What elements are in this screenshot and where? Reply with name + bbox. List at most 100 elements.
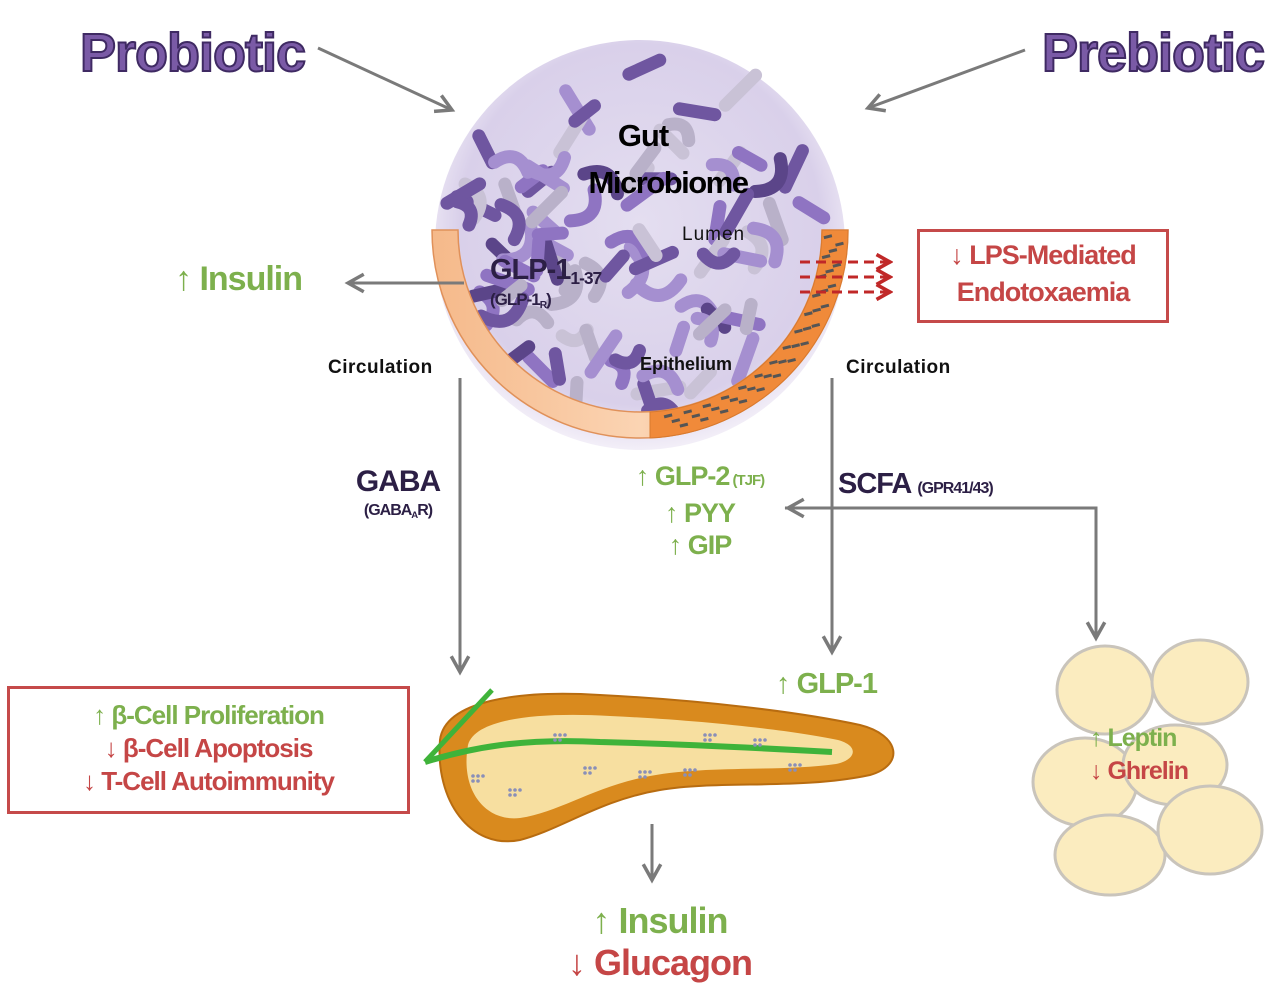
bacterium xyxy=(620,171,671,212)
scfa-receptor-text: (GPR41/43) xyxy=(917,480,993,497)
pancreatic-duct xyxy=(424,738,833,765)
bacterium xyxy=(584,329,623,379)
gut-microbiome-illustration xyxy=(431,40,890,450)
arrow-probiotic-to-gut xyxy=(317,46,452,110)
islet-cell xyxy=(753,743,757,747)
epithelium-cell-mark xyxy=(699,416,709,422)
islet-cell xyxy=(476,779,480,783)
up-arrow-icon: ↑ xyxy=(668,530,688,560)
islet-cell xyxy=(788,763,792,767)
islet-clusters xyxy=(471,733,802,797)
bacterium xyxy=(539,237,564,286)
islet-cell xyxy=(558,738,562,742)
bacterium xyxy=(548,347,567,386)
bacterium xyxy=(778,144,809,194)
epithelium-cell-mark xyxy=(679,422,689,428)
pancreas-output-text: Insulin xyxy=(618,900,729,941)
islet-cell xyxy=(713,733,717,737)
islet-cell xyxy=(788,768,792,772)
islet-cell xyxy=(793,763,797,767)
bacterium xyxy=(653,123,690,160)
islet-cell xyxy=(793,768,797,772)
islet-cell xyxy=(583,766,587,770)
bacterium xyxy=(748,152,788,199)
islet-cell xyxy=(588,766,592,770)
pancreas-output-item: ↓ Glucagon xyxy=(530,942,790,984)
beta-cell-effect-text: T-Cell Autoimmunity xyxy=(101,766,335,796)
islet-cell xyxy=(648,770,652,774)
gaba-receptor-text: (GABA xyxy=(363,502,412,519)
adipocyte xyxy=(1156,784,1264,876)
islet-cell xyxy=(553,733,557,737)
epithelium-cell-mark xyxy=(811,322,821,328)
islet-cell xyxy=(638,775,642,779)
epithelium-cell-mark xyxy=(710,406,720,412)
islet-cell xyxy=(553,738,557,742)
bacterium xyxy=(719,187,755,239)
bacterium xyxy=(526,151,572,182)
epithelium-cell-mark xyxy=(827,283,837,289)
gut-hormone-item: ↑ GLP-2 (TJF) xyxy=(580,460,820,497)
down-arrow-icon: ↓ xyxy=(950,240,963,270)
bacterium xyxy=(530,234,546,278)
islet-cell xyxy=(683,773,687,777)
epithelium-cell-mark xyxy=(683,409,693,415)
glp1-pancreas-text: GLP-1 xyxy=(796,668,878,700)
gut-hormone-item: ↑ PYY xyxy=(580,497,820,529)
epithelium-cell-mark xyxy=(828,248,838,254)
lps-line1-text: LPS-Mediated xyxy=(969,240,1137,270)
bacterium xyxy=(692,303,732,341)
gaba-receptor-subscript: A xyxy=(411,509,418,521)
epithelium-cell-mark xyxy=(769,359,778,365)
islet-cell xyxy=(643,775,647,779)
epithelium-cell-mark xyxy=(800,341,809,347)
glp1-receptor-text: (GLP-1 xyxy=(490,290,541,309)
up-arrow-icon: ↑ xyxy=(664,498,684,528)
islet-cell xyxy=(703,733,707,737)
adipose-cells xyxy=(1031,638,1264,897)
beta-cell-effect-text: β-Cell Apoptosis xyxy=(122,733,314,763)
down-arrow-icon: ↓ xyxy=(567,942,594,983)
epithelium-cell-mark xyxy=(720,395,730,401)
up-arrow-icon: ↑ xyxy=(1090,724,1108,752)
beta-cell-effects-list: ↑ β-Cell Proliferation↓ β-Cell Apoptosis… xyxy=(10,699,407,798)
bacterium xyxy=(488,150,535,179)
down-arrow-icon: ↓ xyxy=(1090,757,1108,785)
islet-cell xyxy=(471,779,475,783)
bacterium xyxy=(474,292,530,328)
epithelium-cell-mark xyxy=(782,345,792,350)
epithelium-cell-mark xyxy=(778,359,787,365)
adipose-hormone-text: Leptin xyxy=(1107,724,1177,752)
bacterium xyxy=(522,350,560,388)
glp1-receptor-close: ) xyxy=(546,290,552,309)
islet-cell xyxy=(708,733,712,737)
glp1-receptor-label: (GLP-1R) xyxy=(490,290,552,311)
epithelium-cell-mark xyxy=(812,307,822,313)
islet-cell xyxy=(643,770,647,774)
pathway-arrows xyxy=(317,46,1096,880)
epithelium-cell-mark xyxy=(747,386,756,392)
gut-hormone-text: GLP-2 xyxy=(654,461,731,491)
insulin-top-label: ↑ Insulin xyxy=(175,260,303,299)
epithelium-right-segment xyxy=(649,229,849,439)
islet-cell xyxy=(508,793,512,797)
pancreas-illustration xyxy=(423,688,895,843)
bacterium xyxy=(696,247,741,270)
arrow-prebiotic-to-gut xyxy=(868,48,1026,108)
epithelium-cell-mark xyxy=(835,241,844,247)
glp1-main-text: GLP-1 xyxy=(490,254,571,286)
bacterium xyxy=(629,141,662,180)
epithelium-cell-mark xyxy=(787,357,796,363)
adipocyte xyxy=(1150,638,1250,726)
bacterium xyxy=(718,68,763,112)
bacterium xyxy=(579,323,602,365)
bacterium xyxy=(792,196,831,225)
bacterium xyxy=(632,223,663,262)
bacterium xyxy=(739,297,758,336)
islet-cell xyxy=(688,773,692,777)
epithelium-cell-mark xyxy=(738,385,747,391)
beta-cell-effect-text: β-Cell Proliferation xyxy=(111,700,325,730)
gaba-receptor-label: (GABAAR) xyxy=(338,502,458,521)
bacterium xyxy=(661,117,696,148)
arrow-scfa-to-adipose xyxy=(785,506,1096,638)
